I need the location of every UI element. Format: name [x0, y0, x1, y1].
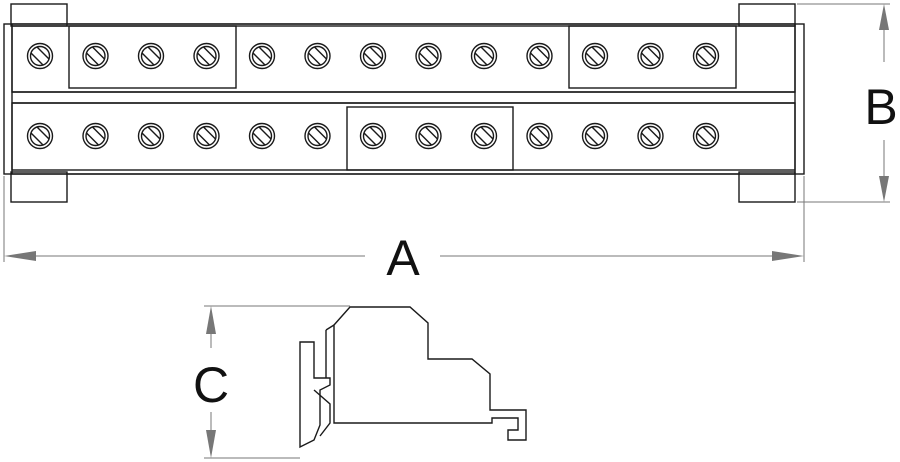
bottom-bridge: [346, 106, 514, 171]
bottom-screw-2: [82, 122, 109, 150]
top-screw-12: [637, 42, 664, 70]
side-profile-view: [299, 306, 527, 449]
terminal-inner-frame: [11, 23, 796, 175]
top-rail: [11, 25, 796, 93]
bottom-screw-7: [359, 122, 387, 150]
top-screw-6: [304, 42, 331, 70]
dimension-b: B: [797, 3, 898, 203]
bottom-screw-1: [26, 122, 54, 150]
dimension-a: A: [3, 176, 805, 286]
top-screw-3: [137, 42, 165, 70]
top-screw-5: [248, 42, 276, 70]
dimension-c-label: C: [193, 357, 229, 413]
profile-body: [333, 306, 527, 441]
bottom-screw-11: [581, 122, 609, 150]
top-screw-11: [581, 42, 609, 70]
bottom-rail: [11, 102, 796, 171]
bottom-screw-8: [415, 122, 442, 150]
front-view: [3, 3, 805, 203]
profile-rail-clip: [299, 341, 331, 449]
top-screw-row: [26, 42, 720, 70]
bottom-screw-12: [637, 122, 664, 150]
bottom-left-foot: [10, 171, 68, 203]
bottom-screw-9: [470, 122, 498, 150]
dimension-c: C: [193, 305, 350, 459]
bottom-screw-5: [248, 122, 276, 150]
top-screw-2: [82, 42, 109, 70]
top-screw-1: [26, 42, 54, 70]
bottom-screw-row: [26, 122, 720, 150]
bottom-screw-13: [692, 122, 720, 150]
top-screw-9: [470, 42, 498, 70]
top-bridge-left: [68, 25, 237, 89]
bottom-right-foot: [738, 171, 796, 203]
terminal-body: [3, 23, 805, 175]
bottom-screw-6: [304, 122, 331, 150]
top-left-foot: [10, 3, 68, 27]
top-bridge-right: [568, 25, 737, 89]
bottom-screw-3: [137, 122, 165, 150]
bottom-screw-4: [193, 122, 220, 150]
top-right-foot: [738, 3, 796, 27]
top-screw-10: [526, 42, 553, 70]
top-screw-8: [415, 42, 442, 70]
bottom-screw-10: [526, 122, 553, 150]
top-screw-13: [692, 42, 720, 70]
top-screw-7: [359, 42, 387, 70]
dimension-b-label: B: [864, 79, 897, 135]
dimension-a-label: A: [386, 230, 420, 286]
top-screw-4: [193, 42, 220, 70]
